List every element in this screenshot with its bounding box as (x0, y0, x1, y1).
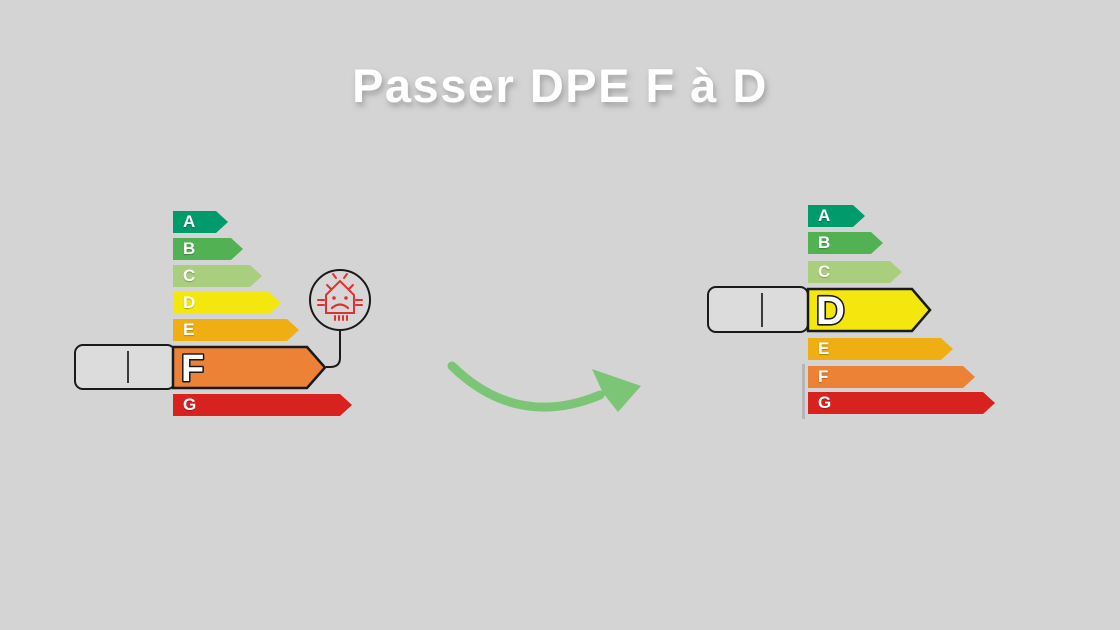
house-eye-left (332, 296, 336, 300)
callout-circle (309, 269, 371, 331)
dpe-left-bar-d: D (173, 292, 281, 314)
dpe-right-bar-g: G (808, 392, 995, 414)
bar-label: C (183, 266, 196, 285)
dpe-right-bar-a: A (808, 205, 865, 227)
bar-label: F (818, 367, 829, 386)
dpe-right-bar-b: B (808, 232, 883, 254)
dpe-left-bar-g: G (173, 394, 352, 416)
bar-label: B (818, 233, 831, 252)
page-title: Passer DPE F à D (352, 59, 768, 112)
bar-label: E (818, 339, 830, 358)
house-outline (325, 279, 355, 314)
callout-connector-line (326, 330, 341, 368)
highlighted-class-letter: F (181, 348, 204, 390)
dpe-right-bar-f: F (808, 366, 975, 388)
highlight-box (707, 286, 809, 333)
bar-label: A (818, 206, 831, 225)
bar-label: A (183, 212, 196, 231)
green-curved-arrow-icon (447, 361, 641, 412)
arrow-head (592, 369, 641, 412)
bar-label: B (183, 239, 196, 258)
bar-label: C (818, 262, 831, 281)
dpe-left-bar-e: E (173, 319, 299, 341)
bar-label: G (818, 393, 832, 412)
dpe-right-highlighted-row-d: D (707, 286, 932, 335)
highlighted-class-letter: D (816, 289, 845, 333)
highlight-arrow-bar (171, 345, 327, 390)
sad-house-icon (317, 273, 363, 321)
bar-label: D (183, 293, 196, 312)
dpe-left-highlighted-row-f: F (74, 344, 327, 392)
bar-label: G (183, 395, 197, 414)
house-frown (330, 303, 350, 310)
dpe-right-bar-c: C (808, 261, 902, 283)
house-eye-right (344, 296, 348, 300)
dpe-right-bar-e: E (808, 338, 953, 360)
highlight-box (74, 344, 176, 390)
vertical-guide-line (802, 364, 805, 419)
sad-house-callout (309, 269, 371, 368)
dpe-left-bar-a: A (173, 211, 228, 233)
dpe-left-bar-b: B (173, 238, 243, 260)
dpe-left-bar-c: C (173, 265, 262, 287)
bar-label: E (183, 320, 195, 339)
highlight-arrow-bar (806, 287, 932, 333)
arrow-shaft (447, 361, 605, 412)
